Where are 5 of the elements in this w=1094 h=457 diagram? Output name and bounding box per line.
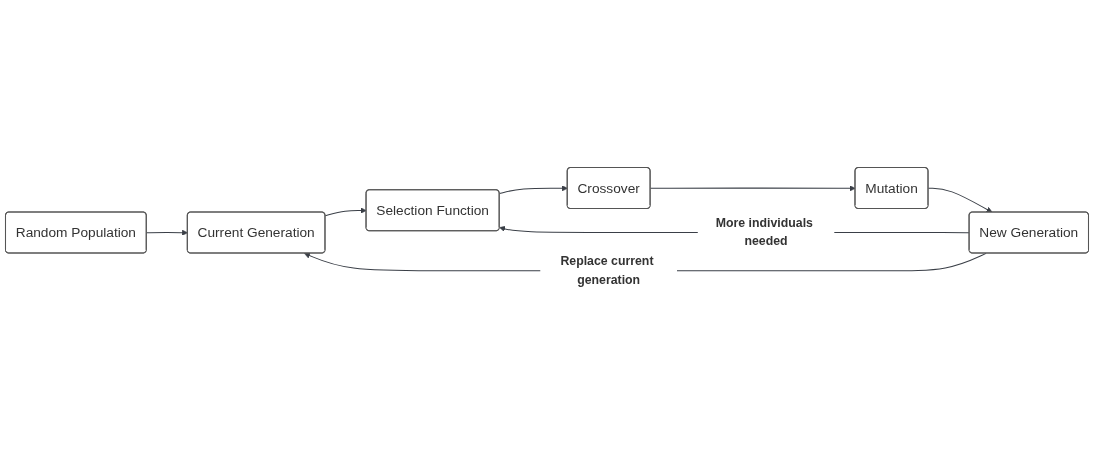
edge-label: More individuals needed bbox=[715, 216, 813, 249]
arrow bbox=[146, 229, 188, 236]
edge-label: Replace current generation bbox=[560, 254, 654, 287]
arrow bbox=[324, 207, 367, 217]
arrow bbox=[499, 185, 568, 195]
